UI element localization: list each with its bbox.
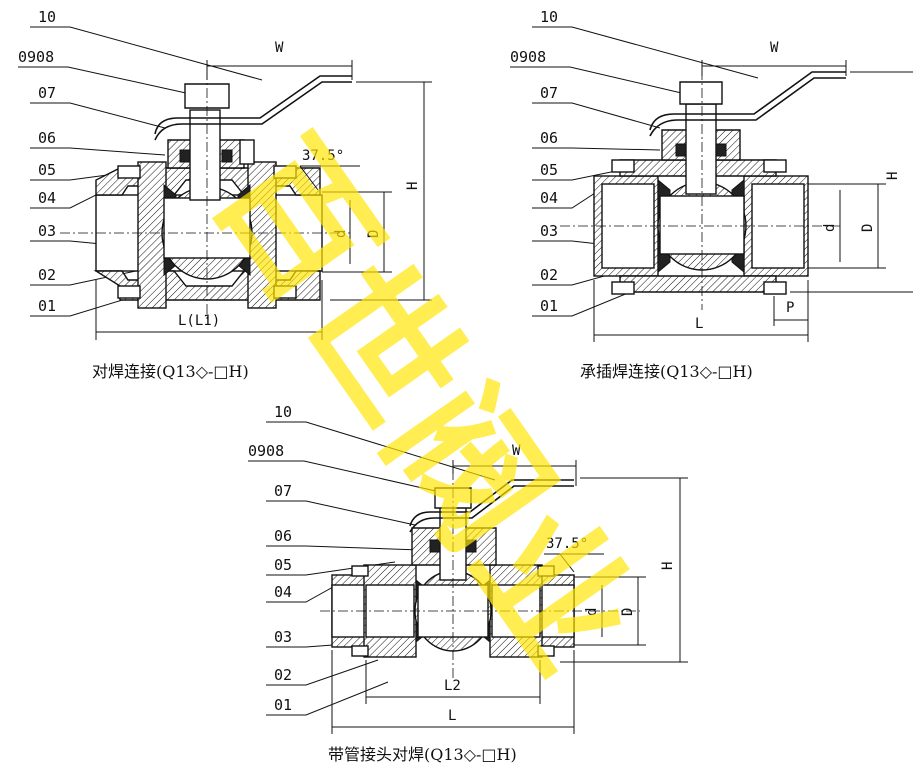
center-lines-2: [560, 70, 840, 310]
label-04: 04: [38, 189, 56, 207]
center-lines-1: [60, 70, 350, 320]
dim-angle-1: 37.5°: [302, 148, 344, 164]
dim-d-1: d: [333, 230, 349, 238]
caption-socket-weld: 承插焊连接(Q13◇-□H): [580, 362, 753, 381]
dim-socket-2: P: [786, 300, 794, 316]
dimensions-2: W H d D L P: [593, 40, 913, 342]
view-nipple-weld: 10 0908 07 06 05 04 03 02 01: [248, 403, 688, 764]
dim-D-3: D: [620, 608, 636, 616]
valve-body-2: [593, 71, 846, 295]
dim-width-1: W: [275, 40, 284, 56]
part-labels: 10 0908 07 06 05 04 03 02 01: [248, 403, 292, 714]
dim-angle-3: 37.5°: [546, 536, 588, 552]
label-05: 05: [274, 556, 292, 574]
dim-d-3: d: [584, 608, 600, 616]
label-02: 02: [274, 666, 292, 684]
label-05: 05: [540, 161, 558, 179]
caption-nipple-weld: 带管接头对焊(Q13◇-□H): [328, 745, 517, 764]
label-07: 07: [38, 84, 56, 102]
dim-width-3: W: [512, 443, 521, 459]
label-04: 04: [274, 583, 292, 601]
label-01: 01: [274, 696, 292, 714]
label-07: 07: [540, 84, 558, 102]
caption-butt-weld: 对焊连接(Q13◇-□H): [92, 362, 249, 381]
label-02: 02: [540, 266, 558, 284]
label-0908: 0908: [18, 48, 54, 66]
center-lines-3: [320, 470, 640, 680]
dim-length-1: L(L1): [178, 313, 220, 329]
label-01: 01: [38, 297, 56, 315]
label-03: 03: [274, 628, 292, 646]
dim-height-1: H: [405, 182, 421, 190]
label-06: 06: [540, 129, 558, 147]
dim-height-3: H: [660, 562, 676, 570]
dim-height-2: H: [885, 172, 901, 180]
label-07: 07: [274, 482, 292, 500]
view-socket-weld: 10 0908 07 06 05 04 03 02 01: [510, 8, 913, 381]
dim-d-2: d: [822, 224, 838, 232]
label-05: 05: [38, 161, 56, 179]
label-0908: 0908: [248, 442, 284, 460]
label-01: 01: [540, 297, 558, 315]
label-0908: 0908: [510, 48, 546, 66]
label-02: 02: [38, 266, 56, 284]
part-labels: 10 0908 07 06 05 04 03 02 01: [18, 8, 56, 315]
dimensions-3: W H 37.5° d D L2 L: [331, 443, 688, 734]
view-butt-weld: 10 0908 07 06 05 04 03 02 01: [18, 8, 432, 381]
label-10: 10: [38, 8, 56, 26]
dim-length-3: L: [448, 708, 456, 724]
dim-D-1: D: [366, 230, 382, 238]
dimensions-1: W H 37.5° d D L(L1): [95, 40, 432, 340]
label-10: 10: [274, 403, 292, 421]
dim-D-2: D: [860, 224, 876, 232]
label-03: 03: [38, 222, 56, 240]
label-06: 06: [274, 527, 292, 545]
label-03: 03: [540, 222, 558, 240]
dim-width-2: W: [770, 40, 779, 56]
label-04: 04: [540, 189, 558, 207]
part-labels: 10 0908 07 06 05 04 03 02 01: [510, 8, 558, 315]
valve-body-3: [331, 479, 575, 658]
dim-length-2: L: [695, 316, 703, 332]
label-06: 06: [38, 129, 56, 147]
label-10: 10: [540, 8, 558, 26]
dim-inner-length-3: L2: [444, 678, 461, 694]
